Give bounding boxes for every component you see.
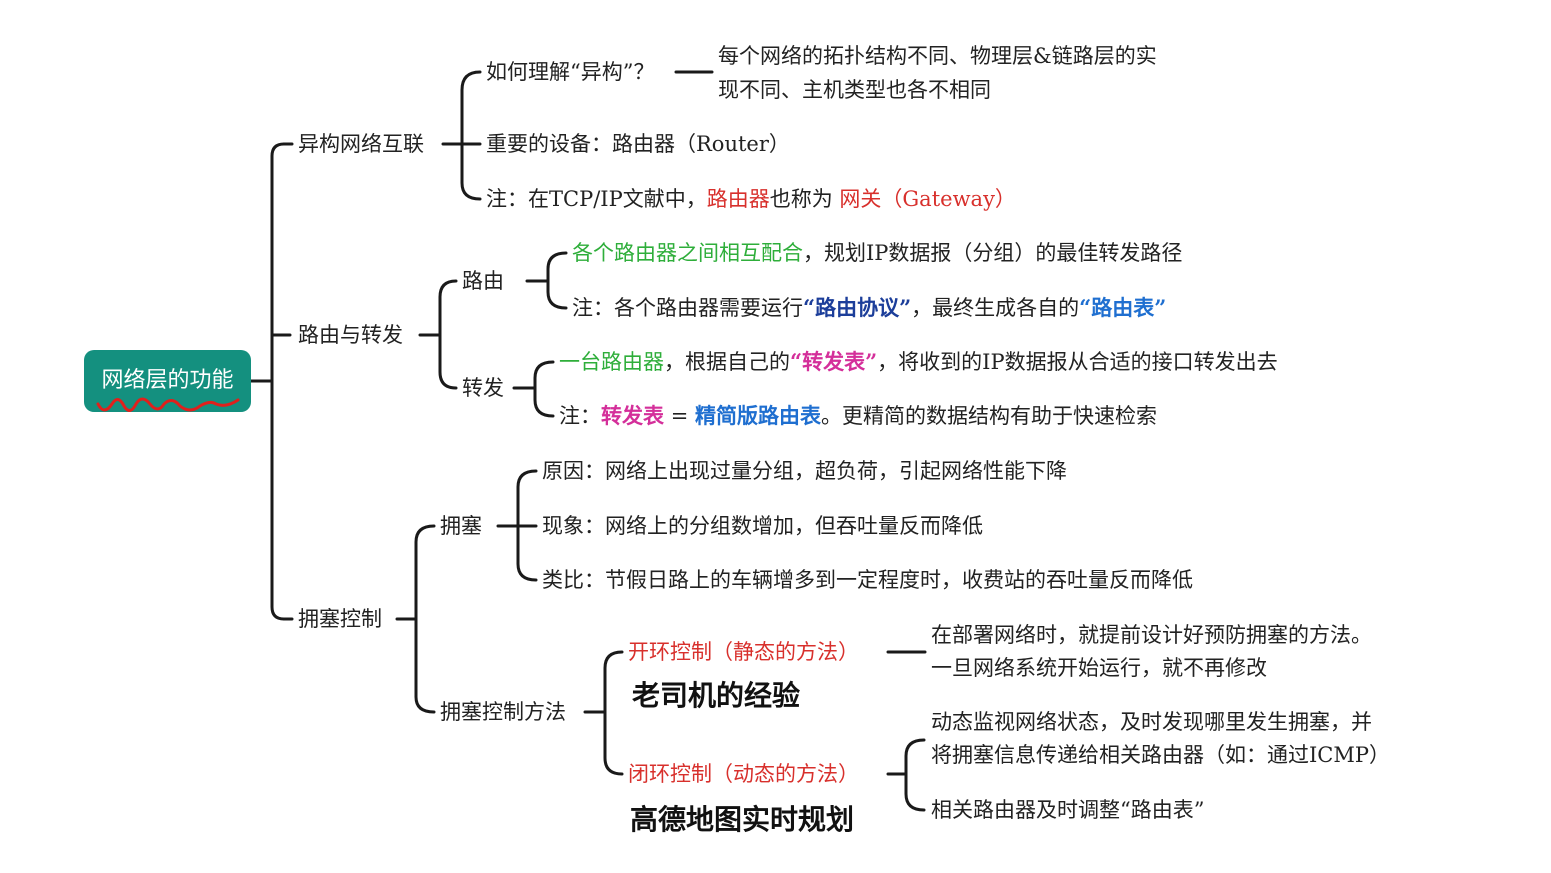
hetero-note-gateway: 网关（Gateway） <box>839 187 1016 211</box>
open-loop-label: 开环控制（静态的方法） <box>628 640 859 664</box>
congest-label: 拥塞 <box>440 514 482 538</box>
forwarding-item2-fwd: 转发表 <box>601 403 664 428</box>
forwarding-item1-green: 一台路由器 <box>559 350 664 374</box>
hetero-note-router: 路由器 <box>706 187 770 211</box>
hetero-device: 重要的设备：路由器（Router） <box>486 132 790 156</box>
closed-loop-note: 高德地图实时规划 <box>630 803 855 836</box>
routing-item2-protocol: “路由协议” <box>803 295 912 320</box>
congest-analogy: 类比：节假日路上的车辆增多到一定程度时，收费站的吞吐量反而降低 <box>542 568 1193 592</box>
forwarding-item1-table: “转发表” <box>790 349 878 374</box>
forwarding-item1-mid: ，根据自己的 <box>664 350 790 374</box>
methods-label: 拥塞控制方法 <box>440 700 566 724</box>
congest-phenomenon: 现象：网络上的分组数增加，但吞吐量反而降低 <box>542 514 983 538</box>
routing-item2: 注：各个路由器需要运行“路由协议”，最终生成各自的“路由表” <box>572 294 1166 322</box>
forwarding-item2-rest: 。更精简的数据结构有助于快速检索 <box>820 404 1157 428</box>
closed-loop-label: 闭环控制（动态的方法） <box>628 762 859 786</box>
routing-label: 路由 <box>462 269 504 293</box>
routing-item2-prefix: 注：各个路由器需要运行 <box>572 296 803 320</box>
closed-loop-desc-2: 相关路由器及时调整“路由表” <box>931 798 1205 822</box>
forwarding-item2-eq: = <box>670 404 689 428</box>
open-loop-desc-1: 在部署网络时，就提前设计好预防拥塞的方法。 <box>931 623 1372 647</box>
open-loop-note: 老司机的经验 <box>632 679 801 712</box>
hetero-note: 注：在TCP/IP文献中，路由器也称为 网关（Gateway） <box>486 185 1016 213</box>
branch-route-forward-label: 路由与转发 <box>298 323 403 347</box>
congest-cause: 原因：网络上出现过量分组，超负荷，引起网络性能下降 <box>542 459 1067 483</box>
hetero-question: 如何理解“异构”？ <box>486 60 655 84</box>
closed-loop-desc-1a: 动态监视网络状态，及时发现哪里发生拥塞，并 <box>931 710 1372 734</box>
hetero-note-prefix: 注：在TCP/IP文献中， <box>486 187 707 211</box>
branch-hetero-label: 异构网络互联 <box>298 132 424 156</box>
forwarding-item1: 一台路由器，根据自己的“转发表”，将收到的IP数据报从合适的接口转发出去 <box>559 348 1278 376</box>
forwarding-item1-rest: ，将收到的IP数据报从合适的接口转发出去 <box>877 350 1278 374</box>
routing-item2-mid: ，最终生成各自的 <box>911 296 1080 320</box>
routing-item1: 各个路由器之间相互配合，规划IP数据报（分组）的最佳转发路径 <box>572 239 1182 267</box>
forwarding-item2-prefix: 注： <box>559 404 601 428</box>
routing-item1-rest: ，规划IP数据报（分组）的最佳转发路径 <box>803 241 1183 265</box>
branch-congestion-label: 拥塞控制 <box>298 607 382 631</box>
forwarding-item2-simple: 精简版路由表 <box>694 403 821 428</box>
hetero-answer-line2: 现不同、主机类型也各不相同 <box>718 78 991 102</box>
closed-loop-desc-1b: 将拥塞信息传递给相关路由器（如：通过ICMP） <box>931 743 1390 767</box>
root-label: 网络层的功能 <box>101 368 234 393</box>
hetero-note-mid: 也称为 <box>769 187 833 211</box>
forwarding-item2: 注：转发表 = 精简版路由表。更精简的数据结构有助于快速检索 <box>559 402 1157 430</box>
open-loop-desc-2: 一旦网络系统开始运行，就不再修改 <box>931 656 1267 680</box>
hetero-answer-line1: 每个网络的拓扑结构不同、物理层&链路层的实 <box>718 44 1157 68</box>
forwarding-label: 转发 <box>462 376 504 400</box>
routing-item1-green: 各个路由器之间相互配合 <box>572 241 803 265</box>
routing-item2-table: “路由表” <box>1079 295 1167 320</box>
